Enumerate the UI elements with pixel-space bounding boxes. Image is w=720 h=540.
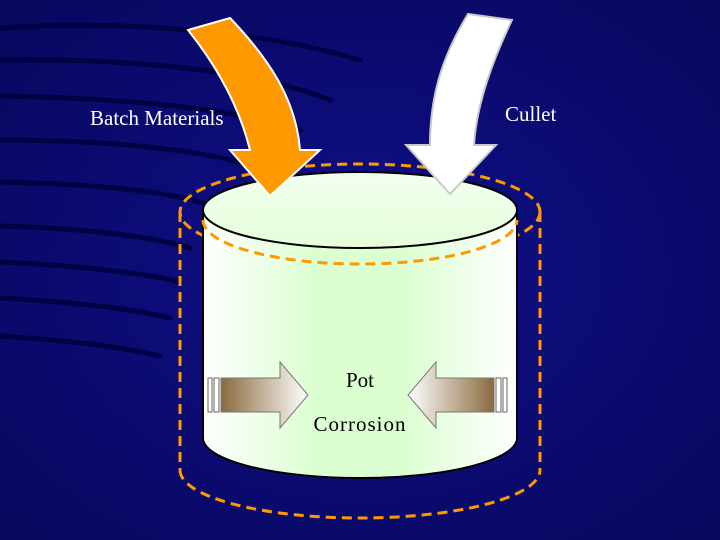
corrosion-arrow-right xyxy=(407,360,508,430)
pot-label: Pot xyxy=(345,368,374,392)
background-swooshes xyxy=(0,22,363,359)
corrosion-arrow-left xyxy=(207,360,309,430)
cullet-arrow xyxy=(403,12,514,196)
batch-materials-label: Batch Materials xyxy=(90,106,224,130)
corrosion-label: Corrosion xyxy=(313,412,407,436)
cullet-label: Cullet xyxy=(505,102,557,126)
batch-materials-arrow xyxy=(186,16,323,198)
